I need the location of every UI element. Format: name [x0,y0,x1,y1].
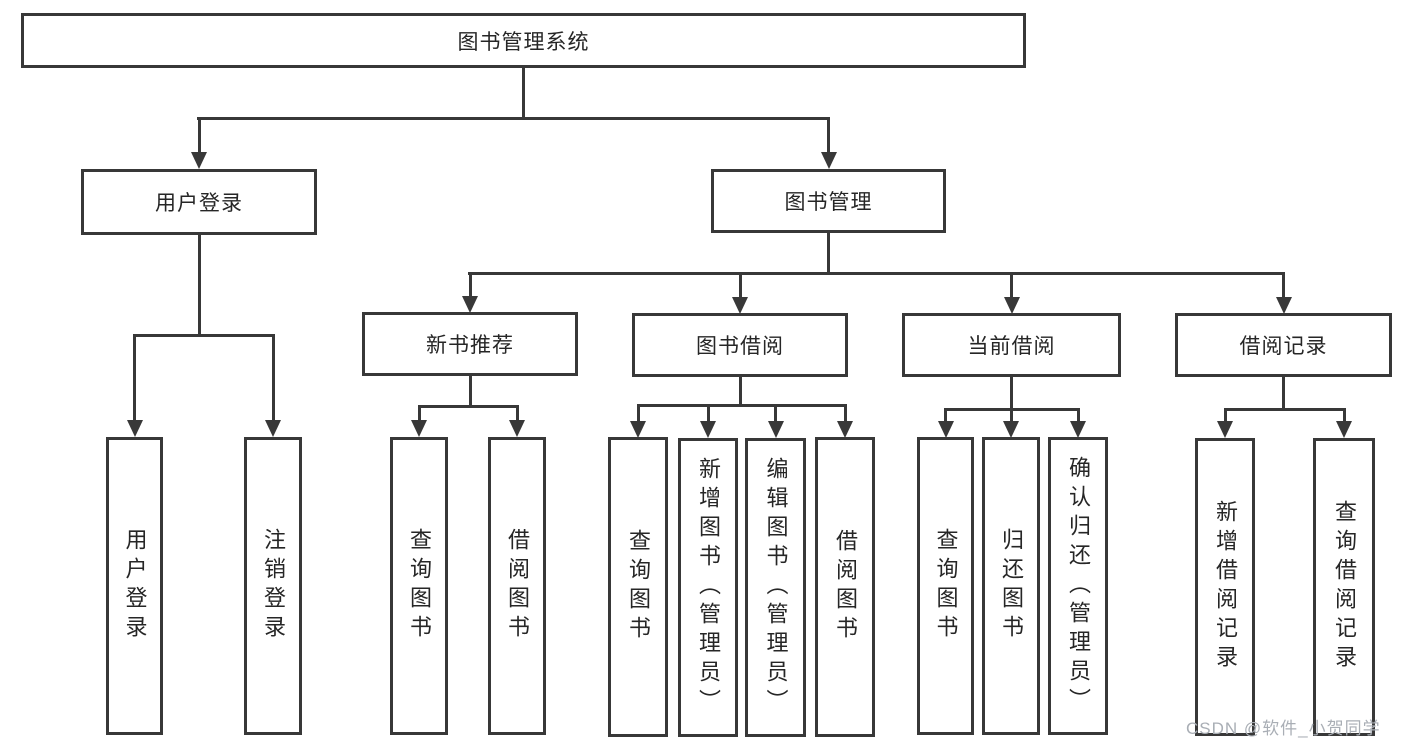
leaf-bb-borrow-book-label: 借阅图书 [833,529,858,645]
arrow-to-borrow-records [1275,297,1292,314]
leaf-nbr-borrow-book: 借阅图书 [488,437,546,735]
leaf-bb-add-book-admin: 新增图书（管理员） [678,438,738,737]
node-book-borrowing-label: 图书借阅 [696,335,784,358]
node-user-login: 用户登录 [81,169,317,235]
leaf-logout: 注销登录 [244,437,302,735]
leaf-bb-add-book-admin-label: 新增图书（管理员） [696,457,721,718]
leaf-logout-label: 注销登录 [261,528,286,644]
leaf-br-add-record: 新增借阅记录 [1195,438,1255,736]
node-new-book-recommend: 新书推荐 [362,312,578,376]
arrow-to-leaf-logout [265,420,281,437]
leaf-nbr-query-book-label: 查询图书 [407,528,432,644]
arrow-to-book-management [820,152,837,169]
arrow-to-leaf-user-login [126,420,143,437]
node-user-login-label: 用户登录 [155,192,243,215]
node-borrow-records: 借阅记录 [1175,313,1392,377]
leaf-bb-edit-book-admin-label: 编辑图书（管理员） [763,457,789,718]
leaf-cb-confirm-return-admin-label: 确认归还（管理员） [1066,455,1091,717]
leaf-user-login-label: 用户登录 [122,528,148,644]
leaf-cb-confirm-return-admin: 确认归还（管理员） [1048,437,1108,735]
node-root-system: 图书管理系统 [21,13,1026,68]
arrow-to-book-borrowing [732,297,748,314]
leaf-br-add-record-label: 新增借阅记录 [1213,500,1238,674]
leaf-nbr-query-book: 查询图书 [390,437,448,735]
node-borrow-records-label: 借阅记录 [1239,335,1328,358]
leaf-cb-return-book: 归还图书 [982,437,1040,735]
leaf-user-login: 用户登录 [106,437,163,735]
leaf-bb-edit-book-admin: 编辑图书（管理员） [745,438,806,737]
node-book-management: 图书管理 [711,169,946,233]
leaf-bb-borrow-book: 借阅图书 [815,437,875,737]
node-new-book-recommend-label: 新书推荐 [426,334,514,357]
arrow-to-current-borrowing [1003,297,1020,314]
node-book-borrowing: 图书借阅 [632,313,848,377]
leaf-nbr-borrow-book-label: 借阅图书 [505,528,530,644]
leaf-cb-query-book: 查询图书 [917,437,974,735]
leaf-cb-query-book-label: 查询图书 [933,528,959,644]
leaf-br-query-record: 查询借阅记录 [1313,438,1375,736]
leaf-bb-query-book: 查询图书 [608,437,668,737]
node-current-borrowing-label: 当前借阅 [967,335,1056,358]
arrow-to-new-book-recommend [462,296,478,313]
leaf-bb-query-book-label: 查询图书 [626,529,651,645]
node-root-system-label: 图书管理系统 [457,30,590,54]
arrow-to-user-login [191,152,207,169]
node-current-borrowing: 当前借阅 [902,313,1121,377]
node-book-management-label: 图书管理 [784,191,873,214]
csdn-watermark: CSDN @软件_小贺同学 [1186,719,1381,738]
leaf-br-query-record-label: 查询借阅记录 [1332,500,1357,674]
leaf-cb-return-book-label: 归还图书 [999,528,1024,644]
